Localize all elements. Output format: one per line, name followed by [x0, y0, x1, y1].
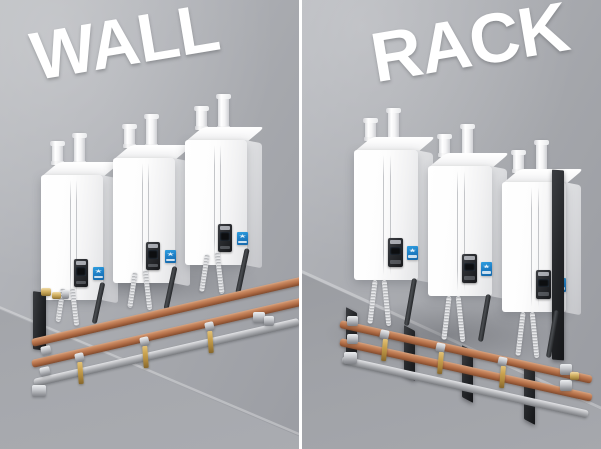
energy-star-label — [93, 267, 104, 280]
brass-fitting — [41, 288, 51, 296]
unit-front-face — [113, 158, 175, 283]
unit-seam — [76, 180, 78, 295]
pipe-fitting — [62, 290, 69, 299]
brass-fitting — [570, 372, 579, 380]
panel-rack: RACK — [302, 0, 601, 449]
pipe-fitting — [32, 385, 46, 397]
control-panel-buttons[interactable] — [537, 292, 550, 297]
pipe-fitting — [253, 312, 265, 323]
unit-front-face — [185, 140, 247, 265]
energy-star-label — [237, 232, 248, 245]
unit-seam — [390, 155, 392, 275]
tankless-water-heater — [185, 94, 265, 269]
unit-seam — [69, 180, 71, 295]
unit-front-face — [354, 150, 418, 280]
pipe-fitting — [560, 364, 572, 375]
control-panel-buttons[interactable] — [463, 276, 476, 281]
control-panel-logo — [75, 261, 87, 265]
pipe-fitting — [347, 334, 358, 344]
control-panel-buttons[interactable] — [219, 245, 231, 250]
unit-seam — [464, 171, 466, 291]
pipe-fitting — [347, 316, 358, 326]
unit-side-face — [564, 182, 581, 316]
unit-front-face — [41, 175, 103, 300]
control-panel-display — [538, 278, 549, 288]
unit-front-face — [428, 166, 492, 296]
panel-divider — [299, 0, 302, 449]
tankless-water-heater — [41, 133, 121, 304]
control-panel[interactable] — [74, 259, 88, 287]
brass-fitting — [52, 292, 61, 299]
pipe-fitting — [344, 352, 357, 364]
unit-seam — [220, 145, 222, 260]
pipe-fitting — [264, 316, 274, 326]
energy-star-label — [407, 246, 418, 260]
control-panel[interactable] — [462, 254, 477, 283]
control-panel[interactable] — [146, 242, 160, 270]
control-panel-display — [219, 232, 231, 241]
control-panel-logo — [537, 272, 549, 276]
control-panel[interactable] — [388, 238, 403, 267]
control-panel-display — [464, 262, 475, 272]
energy-star-label — [481, 262, 492, 276]
control-panel-display — [75, 267, 87, 276]
unit-seam — [383, 155, 385, 275]
control-panel-display — [390, 246, 401, 256]
tankless-water-heater — [354, 108, 436, 284]
control-panel-logo — [389, 240, 401, 244]
panel-wall: WALL — [0, 0, 299, 449]
pipe-fitting — [560, 380, 572, 391]
unit-seam — [538, 187, 540, 307]
control-panel-buttons[interactable] — [75, 280, 87, 285]
vent-pipe — [72, 133, 87, 165]
unit-seam — [148, 163, 150, 278]
control-panel-logo — [463, 256, 475, 260]
control-panel-buttons[interactable] — [147, 263, 159, 268]
unit-seam — [213, 145, 215, 260]
tankless-water-heater — [428, 124, 510, 300]
control-panel[interactable] — [536, 270, 551, 299]
control-panel-buttons[interactable] — [389, 260, 402, 265]
control-panel-display — [147, 250, 159, 259]
tankless-water-heater — [113, 114, 193, 287]
control-panel-logo — [147, 244, 159, 248]
unit-seam — [457, 171, 459, 291]
unit-seam — [141, 163, 143, 278]
energy-star-label — [165, 250, 176, 263]
unit-seam — [531, 187, 533, 307]
control-panel[interactable] — [218, 224, 232, 252]
control-panel-logo — [219, 226, 231, 230]
vent-pipe — [144, 114, 159, 148]
vent-pipe — [216, 94, 231, 130]
rack-leg — [524, 365, 535, 425]
